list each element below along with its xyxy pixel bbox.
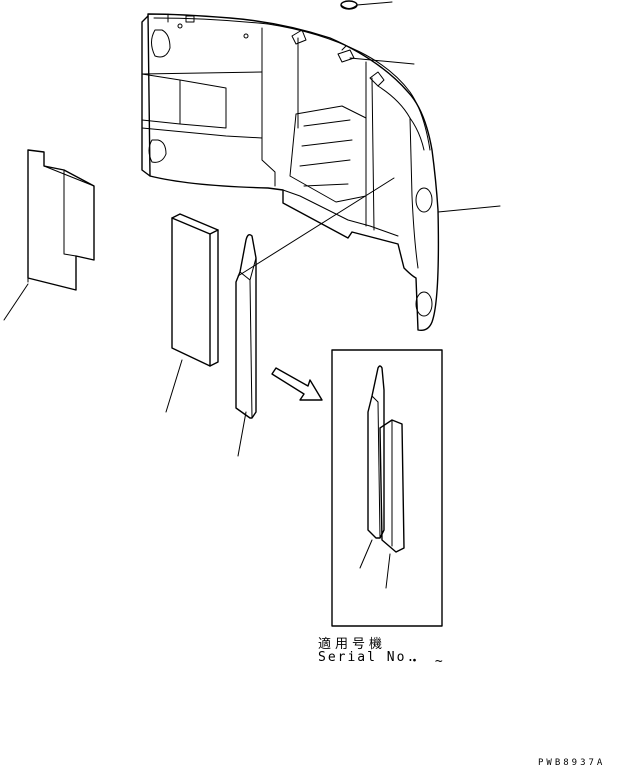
- drawing-code: PWB8937A: [538, 758, 606, 768]
- detail-box: [331, 349, 443, 627]
- rect-pad: [171, 213, 219, 367]
- serial-label-en: Serial No.: [318, 650, 417, 665]
- serial-range: ・ ~: [408, 654, 446, 669]
- left-pad: [27, 149, 95, 291]
- leader-lines: [3, 1, 501, 589]
- seal-strip: [235, 233, 257, 419]
- serial-label-jp: 適用号機: [318, 637, 387, 652]
- direction-arrow: [271, 367, 323, 401]
- cover-panel: [141, 13, 440, 332]
- rivet-part: [340, 0, 358, 10]
